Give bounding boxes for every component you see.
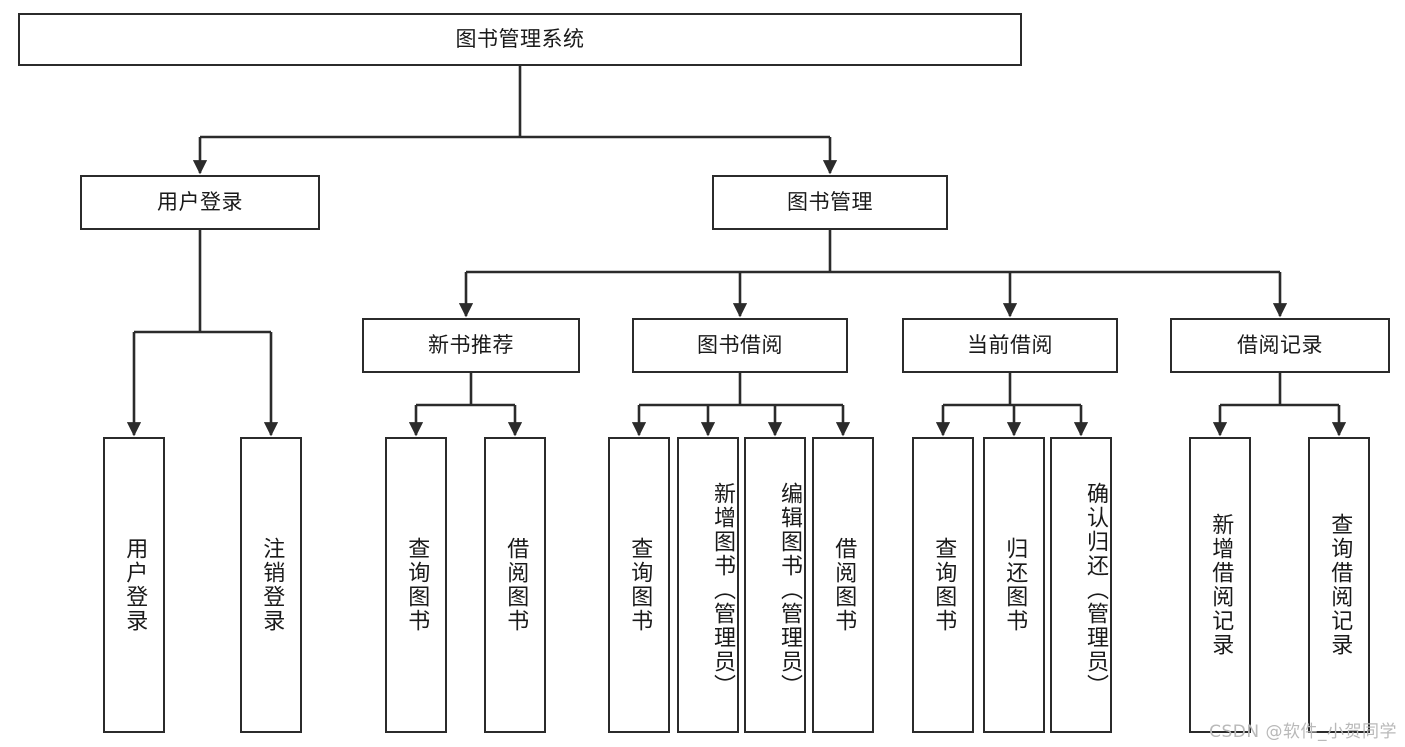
leaf-add-book[interactable]: 新增图书（管理员） bbox=[677, 437, 739, 733]
leaf-borrow-book-recommend[interactable]: 借阅图书 bbox=[484, 437, 546, 733]
node-book-borrow-label: 图书借阅 bbox=[697, 332, 783, 357]
leaf-user-logout-label: 注销登录 bbox=[259, 537, 285, 633]
leaf-query-borrow-record-label: 查询借阅记录 bbox=[1327, 513, 1353, 657]
leaf-query-borrow-record[interactable]: 查询借阅记录 bbox=[1308, 437, 1370, 733]
leaf-user-login-label: 用户登录 bbox=[122, 537, 148, 633]
leaf-query-book-borrow-label: 查询图书 bbox=[627, 537, 653, 633]
leaf-add-book-label: 新增图书（管理员） bbox=[710, 482, 735, 698]
node-borrow-records[interactable]: 借阅记录 bbox=[1170, 318, 1390, 373]
leaf-add-borrow-record-label: 新增借阅记录 bbox=[1208, 513, 1234, 657]
leaf-user-logout[interactable]: 注销登录 bbox=[240, 437, 302, 733]
leaf-confirm-return[interactable]: 确认归还（管理员） bbox=[1050, 437, 1112, 733]
node-user-login-label: 用户登录 bbox=[157, 189, 243, 214]
leaf-query-book-recommend-label: 查询图书 bbox=[404, 537, 430, 633]
leaf-return-book-label: 归还图书 bbox=[1002, 537, 1028, 633]
node-book-management-label: 图书管理 bbox=[787, 189, 873, 214]
node-new-book-recommend[interactable]: 新书推荐 bbox=[362, 318, 580, 373]
leaf-return-book[interactable]: 归还图书 bbox=[983, 437, 1045, 733]
leaf-query-book-current[interactable]: 查询图书 bbox=[912, 437, 974, 733]
node-new-book-recommend-label: 新书推荐 bbox=[428, 332, 514, 357]
node-root-system-label: 图书管理系统 bbox=[455, 26, 585, 51]
node-book-borrow[interactable]: 图书借阅 bbox=[632, 318, 848, 373]
leaf-add-borrow-record[interactable]: 新增借阅记录 bbox=[1189, 437, 1251, 733]
node-borrow-records-label: 借阅记录 bbox=[1237, 332, 1323, 357]
leaf-query-book-current-label: 查询图书 bbox=[931, 537, 957, 633]
node-current-borrow[interactable]: 当前借阅 bbox=[902, 318, 1118, 373]
leaf-query-book-recommend[interactable]: 查询图书 bbox=[385, 437, 447, 733]
node-book-management[interactable]: 图书管理 bbox=[712, 175, 948, 230]
leaf-user-login[interactable]: 用户登录 bbox=[103, 437, 165, 733]
node-user-login[interactable]: 用户登录 bbox=[80, 175, 320, 230]
leaf-borrow-book[interactable]: 借阅图书 bbox=[812, 437, 874, 733]
leaf-edit-book-label: 编辑图书（管理员） bbox=[777, 482, 802, 698]
leaf-confirm-return-label: 确认归还（管理员） bbox=[1083, 482, 1108, 698]
leaf-borrow-book-recommend-label: 借阅图书 bbox=[503, 537, 529, 633]
leaf-query-book-borrow[interactable]: 查询图书 bbox=[608, 437, 670, 733]
node-current-borrow-label: 当前借阅 bbox=[967, 332, 1053, 357]
leaf-borrow-book-label: 借阅图书 bbox=[831, 537, 857, 633]
leaf-edit-book[interactable]: 编辑图书（管理员） bbox=[744, 437, 806, 733]
watermark-text: CSDN @软件_小贺同学 bbox=[1209, 722, 1397, 742]
node-root-system[interactable]: 图书管理系统 bbox=[18, 13, 1022, 66]
